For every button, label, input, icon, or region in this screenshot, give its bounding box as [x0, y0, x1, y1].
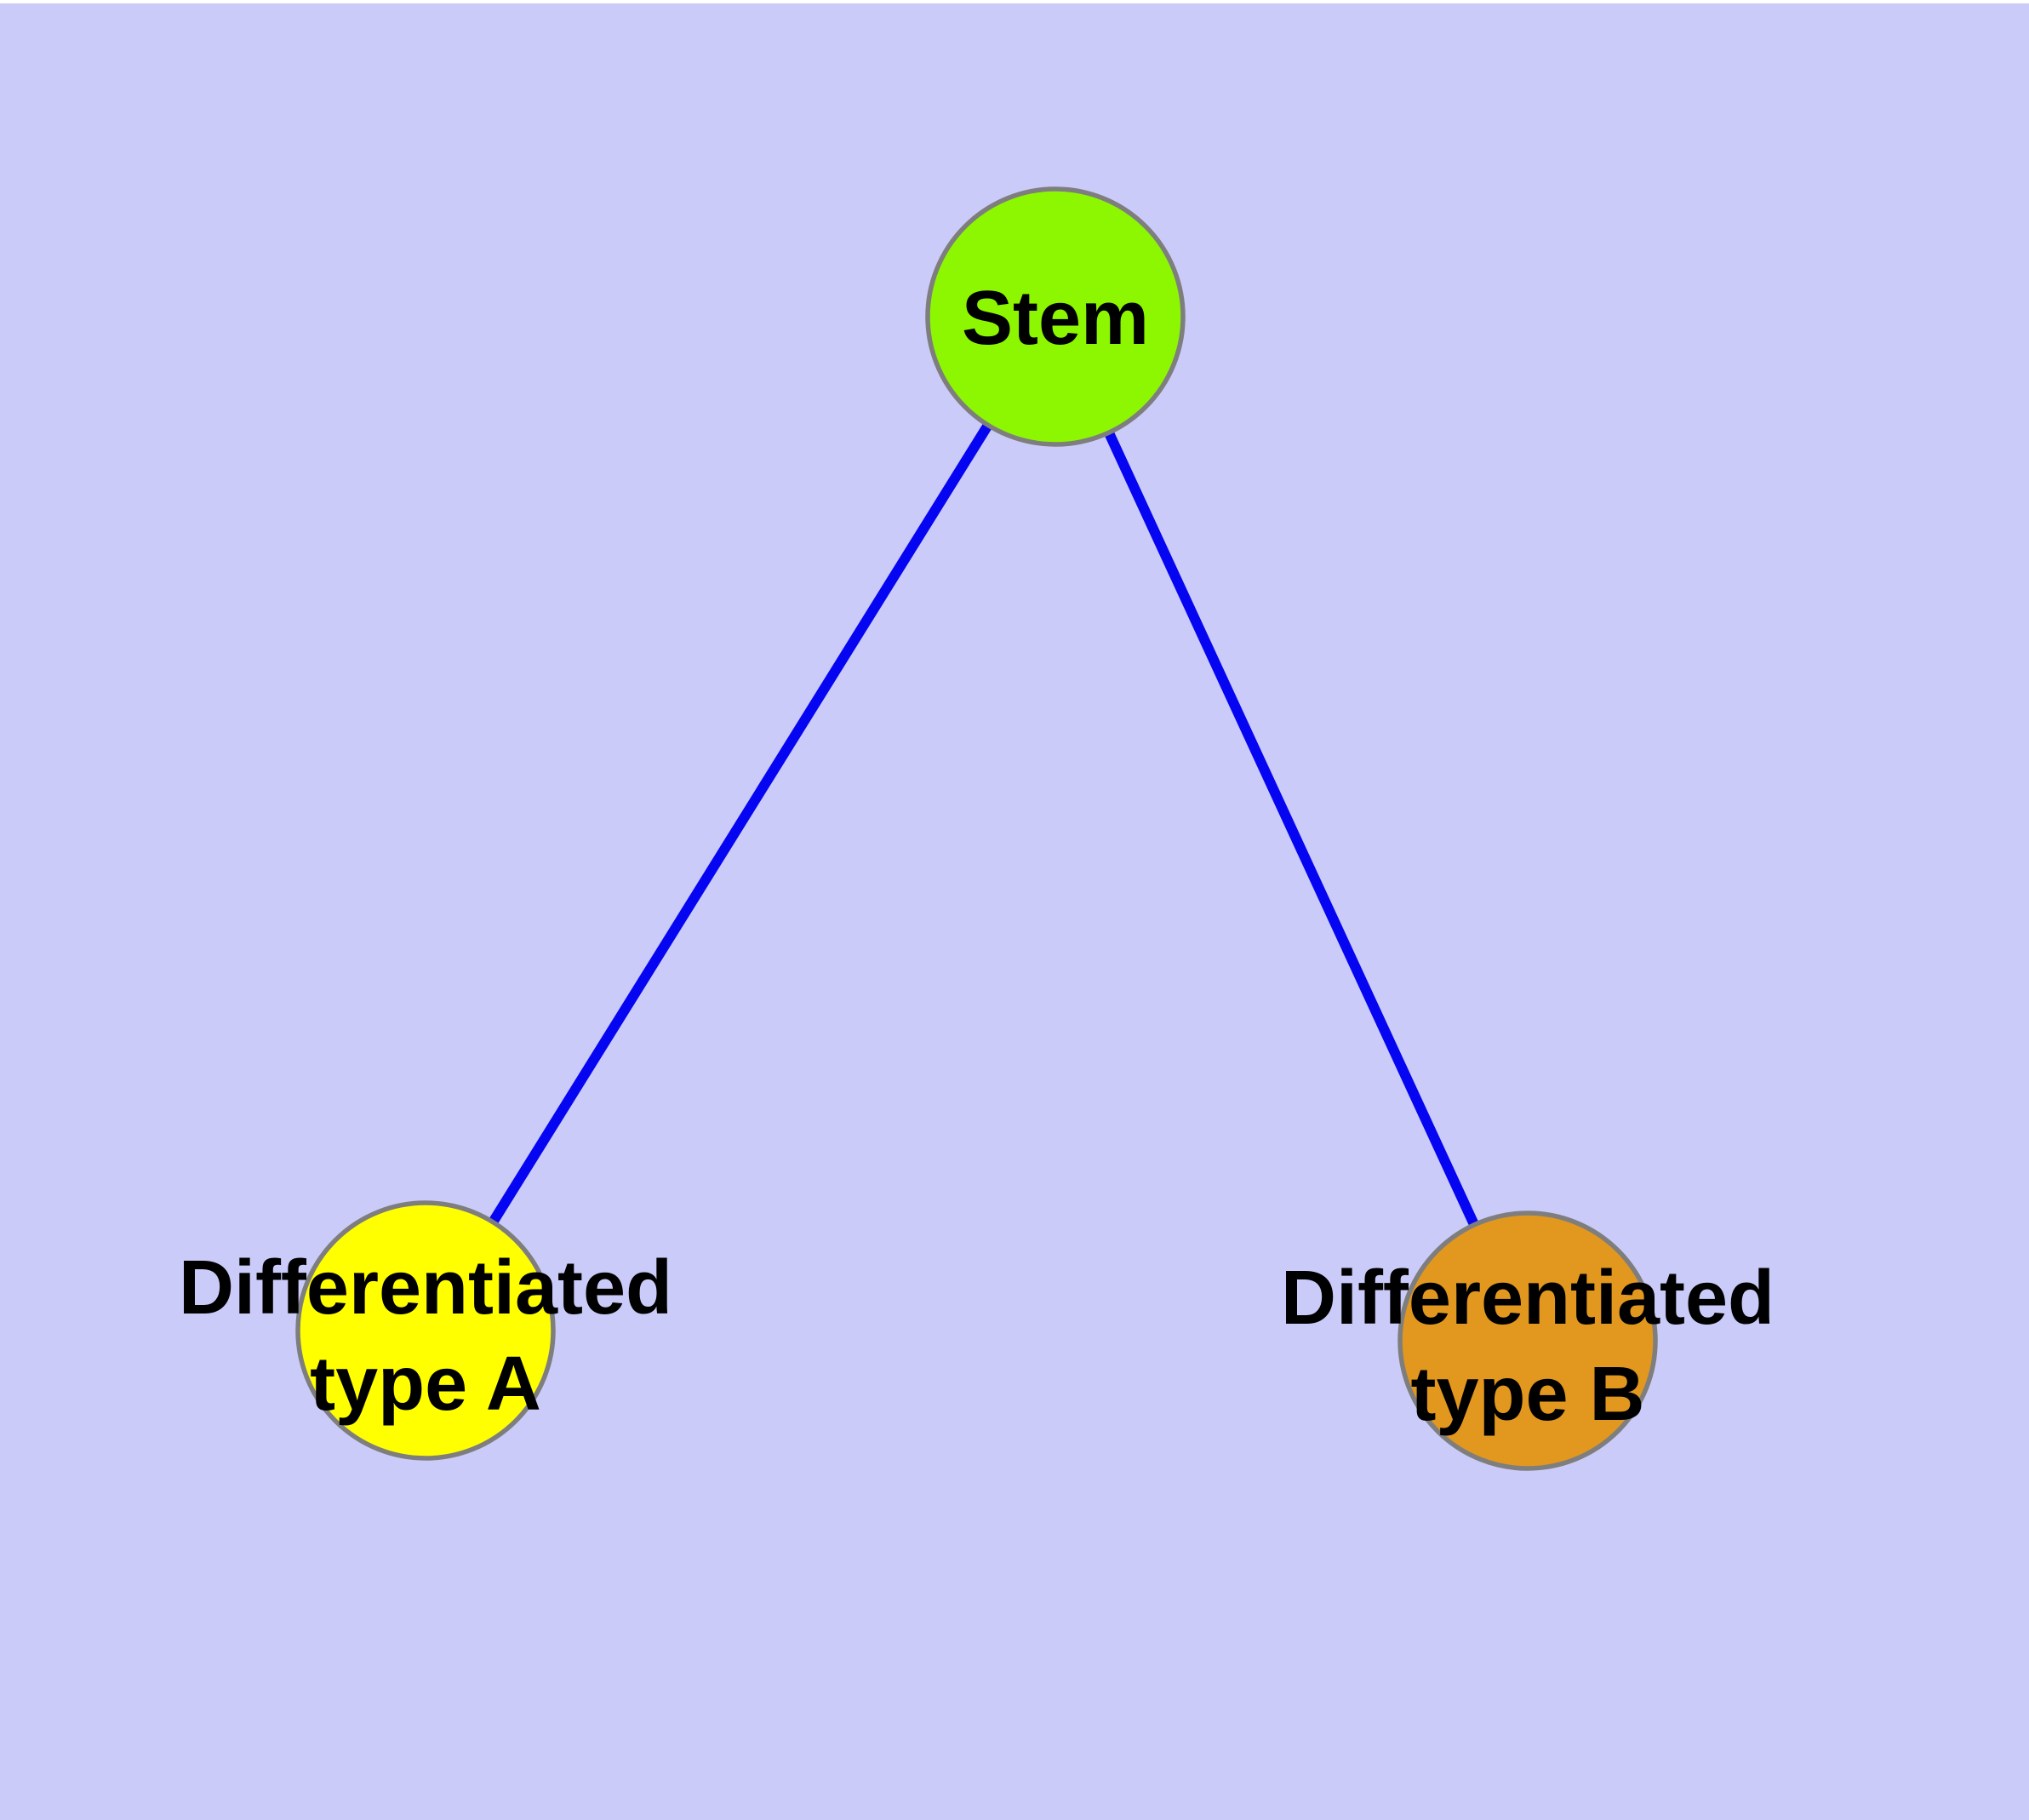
edges-layer [420, 313, 1533, 1343]
node-stem: Stem [925, 186, 1186, 447]
edge-stem-to-diff-type-a [420, 313, 1060, 1334]
node-label-line: Differentiated [179, 1245, 672, 1331]
node-diff-type-b-circle [1397, 1210, 1658, 1471]
node-label-line: type B [1410, 1352, 1644, 1437]
node-diff-type-b-label: Differentiated type B [1281, 1256, 1775, 1437]
node-diff-type-a-circle [295, 1200, 556, 1461]
node-label-line: type A [310, 1342, 541, 1427]
edge-stem-to-diff-type-b [1050, 314, 1533, 1343]
top-margin-strip [0, 0, 2029, 3]
node-label-line: Stem [962, 276, 1149, 361]
node-diff-type-b: Differentiated type B [1281, 1210, 1775, 1471]
node-label-line: Differentiated [1281, 1256, 1775, 1341]
node-diff-type-a: Differentiated type A [179, 1200, 672, 1461]
node-diff-type-a-label: Differentiated type A [179, 1245, 672, 1427]
node-stem-circle [925, 186, 1186, 447]
node-stem-label: Stem [962, 276, 1149, 361]
